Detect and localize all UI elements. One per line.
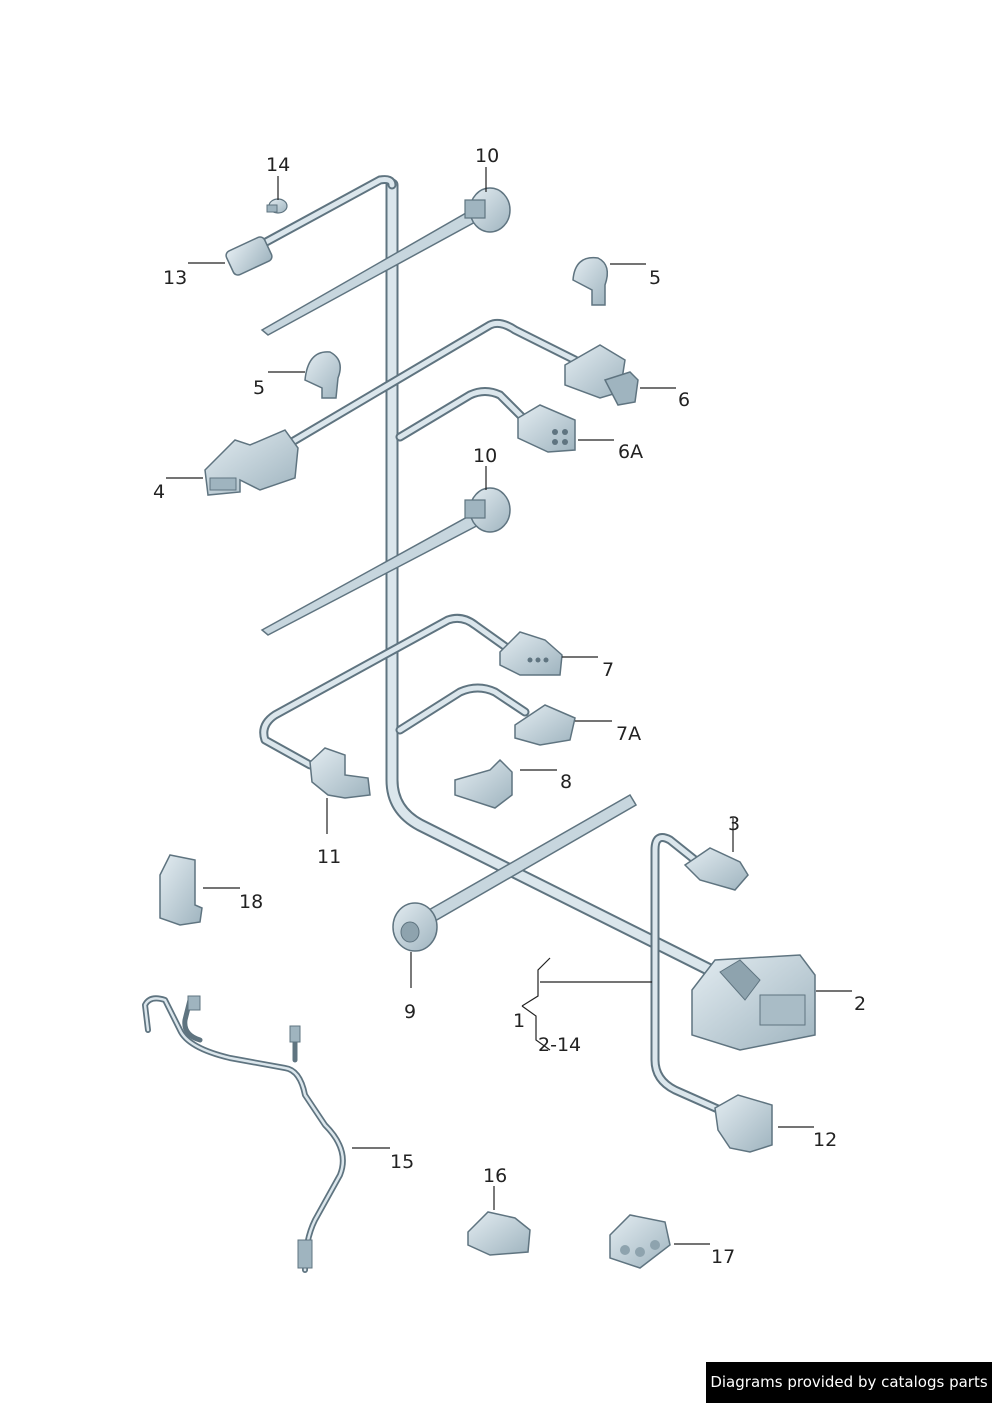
callout-3: 3 bbox=[728, 813, 741, 835]
callout-7a: 7A bbox=[616, 723, 642, 745]
clip-8 bbox=[454, 758, 513, 809]
cable-tie-middle bbox=[260, 487, 511, 636]
leader-lines bbox=[166, 167, 852, 1245]
main-trunk-wire bbox=[385, 178, 727, 982]
callout-14: 14 bbox=[266, 154, 291, 176]
callout-1: 1 bbox=[513, 1010, 526, 1032]
callout-13: 13 bbox=[163, 267, 188, 289]
callout-9: 9 bbox=[404, 1001, 417, 1023]
callout-5-top: 5 bbox=[649, 267, 662, 289]
bolt-14 bbox=[266, 198, 288, 214]
connector-18 bbox=[159, 854, 203, 926]
connector-12 bbox=[714, 1094, 773, 1153]
cable-ties bbox=[260, 187, 638, 952]
callout-2: 2 bbox=[854, 993, 867, 1015]
connector-7a bbox=[514, 704, 576, 746]
callout-15: 15 bbox=[390, 1151, 415, 1173]
connector-2 bbox=[691, 954, 816, 1051]
connector-16 bbox=[467, 1211, 531, 1256]
connector-6 bbox=[564, 344, 639, 406]
branch-wire-7a bbox=[395, 683, 530, 735]
connector-11 bbox=[309, 747, 371, 799]
leader-bracket-2-14 bbox=[521, 1005, 551, 1051]
callout-8: 8 bbox=[560, 771, 573, 793]
connectors bbox=[159, 198, 816, 1269]
connector-3 bbox=[683, 847, 749, 891]
callout-6: 6 bbox=[678, 389, 691, 411]
connector-7 bbox=[499, 631, 563, 676]
callout-17: 17 bbox=[711, 1246, 736, 1268]
harness-wires bbox=[250, 175, 727, 1115]
grommet-5-left bbox=[304, 351, 341, 399]
connector-17 bbox=[609, 1214, 671, 1269]
callout-10-middle: 10 bbox=[473, 445, 498, 467]
callout-2-14: 2-14 bbox=[538, 1034, 582, 1056]
connector-6a bbox=[517, 404, 576, 453]
callout-12: 12 bbox=[813, 1129, 838, 1151]
callout-10-top: 10 bbox=[475, 145, 500, 167]
callout-18: 18 bbox=[239, 891, 264, 913]
connector-4 bbox=[204, 429, 299, 496]
callout-7: 7 bbox=[602, 659, 615, 681]
callout-6a: 6A bbox=[618, 441, 644, 463]
grommet-5-top bbox=[572, 256, 609, 306]
connector-13 bbox=[225, 236, 273, 276]
leader-bracket-1 bbox=[521, 957, 551, 1007]
callout-11: 11 bbox=[317, 846, 342, 868]
cable-tie-bottom bbox=[392, 793, 638, 952]
cable-tie-top bbox=[260, 187, 511, 336]
callout-16: 16 bbox=[483, 1165, 508, 1187]
callout-5-left: 5 bbox=[253, 377, 266, 399]
callout-4: 4 bbox=[153, 481, 166, 503]
watermark-banner: Diagrams provided by catalogs parts bbox=[706, 1362, 992, 1403]
harness-15 bbox=[142, 995, 346, 1273]
